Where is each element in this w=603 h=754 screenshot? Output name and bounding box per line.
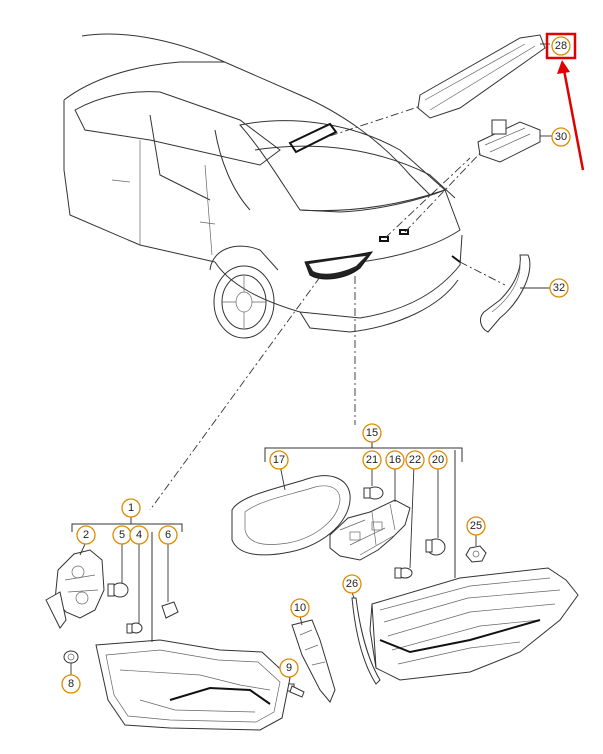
license-lamp-part-30[interactable] [477,119,552,163]
svg-text:30: 30 [555,131,567,143]
callout-4[interactable]: 4 [129,525,149,545]
red-arrow [562,69,585,171]
svg-text:6: 6 [165,529,171,541]
callout-6[interactable]: 6 [158,525,178,545]
svg-text:26: 26 [346,578,358,590]
tail-light-inner-part-15[interactable] [369,450,579,681]
callout-28[interactable]: 28 [551,36,571,56]
grommet-part-8[interactable] [63,650,79,676]
callout-20[interactable]: 20 [428,450,448,470]
callout-32[interactable]: 32 [549,278,569,298]
assembly-leader-lines [149,102,506,511]
svg-text:22: 22 [409,454,421,466]
callout-10[interactable]: 10 [290,598,310,618]
bulb-holder-part-16[interactable] [329,465,411,561]
svg-text:16: 16 [389,454,401,466]
svg-text:4: 4 [136,529,142,541]
tail-light-outer-part-1[interactable] [95,532,291,731]
svg-text:2: 2 [83,529,89,541]
bulb-part-21[interactable] [363,465,384,500]
highlight-annotation [545,32,585,171]
svg-text:10: 10 [294,602,306,614]
seal-part-17[interactable] [231,464,351,556]
svg-text:20: 20 [432,454,444,466]
svg-text:17: 17 [273,454,285,466]
trim-part-10[interactable] [291,615,336,703]
svg-text:1: 1 [128,502,134,514]
callout-1[interactable]: 1 [121,498,141,518]
callout-22[interactable]: 22 [405,450,425,470]
bulb-part-4[interactable] [126,542,143,634]
callout-9[interactable]: 9 [279,658,299,678]
bulb-part-6[interactable] [161,542,179,619]
svg-text:25: 25 [470,520,482,532]
callout-2[interactable]: 2 [76,525,96,545]
svg-text:8: 8 [68,678,74,690]
car-body-illustration [63,33,463,339]
svg-text:5: 5 [119,529,125,541]
callout-17[interactable]: 17 [269,450,289,470]
svg-text:15: 15 [366,427,378,439]
callout-21[interactable]: 21 [362,450,382,470]
bulb-part-5[interactable] [107,542,129,598]
callout-8[interactable]: 8 [61,674,81,694]
reflector-part-32[interactable] [480,254,550,333]
highlight-box-28 [545,32,577,60]
callout-26[interactable]: 26 [342,574,362,594]
svg-text:28: 28 [555,40,567,52]
bulb-carrier-part-2[interactable] [45,541,105,629]
callout-30[interactable]: 30 [551,127,571,147]
callout-5[interactable]: 5 [112,525,132,545]
nut-part-25[interactable] [465,534,487,563]
bulb-part-20[interactable] [425,465,446,556]
callout-16[interactable]: 16 [385,450,405,470]
svg-text:9: 9 [286,662,292,674]
red-arrowhead [557,60,570,74]
svg-text:21: 21 [366,454,378,466]
callout-25[interactable]: 25 [466,516,486,536]
callout-15[interactable]: 15 [362,423,382,443]
bulb-part-22[interactable] [394,464,415,579]
brake-light-part-28[interactable] [417,34,550,119]
svg-text:32: 32 [553,282,565,294]
